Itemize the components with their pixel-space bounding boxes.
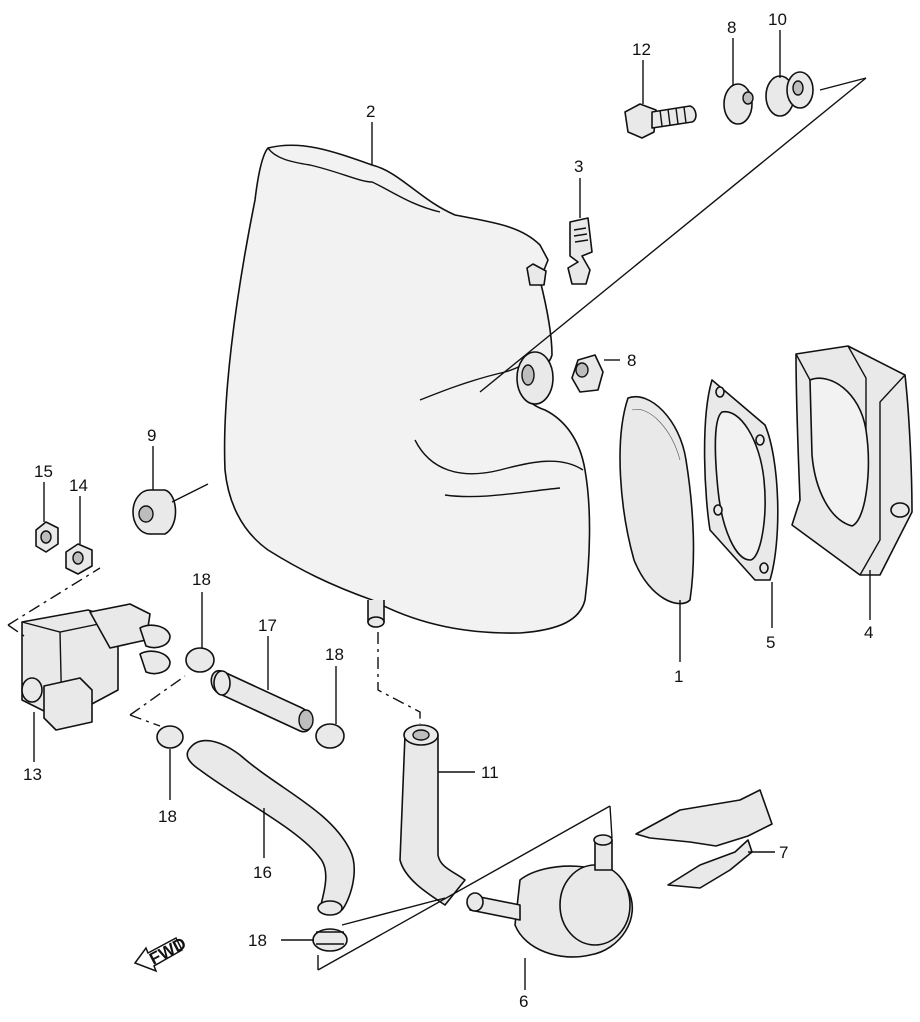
callout-18-clamp-c: 18 <box>158 807 177 826</box>
callout-3: 3 <box>574 157 583 176</box>
callout-4: 4 <box>864 623 873 642</box>
clip-part <box>567 217 593 285</box>
callout-15: 15 <box>34 462 53 481</box>
callout-6: 6 <box>519 992 528 1011</box>
callout-8-lower: 8 <box>627 351 636 370</box>
bracket-part <box>635 789 773 889</box>
callout-17: 17 <box>258 616 277 635</box>
callout-18-clamp-b: 18 <box>325 645 344 664</box>
fuel-filter-part <box>466 834 634 958</box>
grommet-side-part <box>132 489 177 535</box>
callout-13: 13 <box>23 765 42 784</box>
callout-12: 12 <box>632 40 651 59</box>
callout-9: 9 <box>147 426 156 445</box>
callout-1: 1 <box>674 667 683 686</box>
hose-clamp-part <box>156 647 348 952</box>
callout-11: 11 <box>481 763 499 782</box>
callout-16: 16 <box>253 863 272 882</box>
fwd-label: FWD <box>146 934 189 969</box>
washer-part <box>723 83 754 125</box>
duct-cover-part <box>791 345 913 576</box>
bush-lower-part <box>571 354 604 393</box>
callout-2: 2 <box>366 102 375 121</box>
canister-body-part <box>223 144 591 634</box>
callout-18-clamp-d: 18 <box>248 931 267 950</box>
callout-14: 14 <box>69 476 88 495</box>
callout-10: 10 <box>768 10 787 29</box>
callout-18-clamp-a: 18 <box>192 570 211 589</box>
mesh-element-part <box>619 395 695 605</box>
washer-small-part <box>65 543 93 575</box>
bolt-part <box>624 103 697 139</box>
straight-hose-part <box>210 669 314 733</box>
solenoid-valve-part <box>21 603 171 731</box>
callout-5: 5 <box>766 633 775 652</box>
bent-hose-part <box>186 739 355 916</box>
callout-8-upper: 8 <box>727 18 736 37</box>
callout-labels: 1 2 3 4 5 6 7 8 8 9 10 11 12 13 14 15 16… <box>23 10 873 1011</box>
curved-hose-part <box>399 724 466 906</box>
grommet-top-part <box>765 71 814 117</box>
leader-lines <box>7 30 871 990</box>
fwd-arrow-icon: FWD <box>133 934 189 973</box>
nut-part <box>35 521 59 553</box>
gasket-part <box>703 379 779 581</box>
callout-7: 7 <box>779 843 788 862</box>
